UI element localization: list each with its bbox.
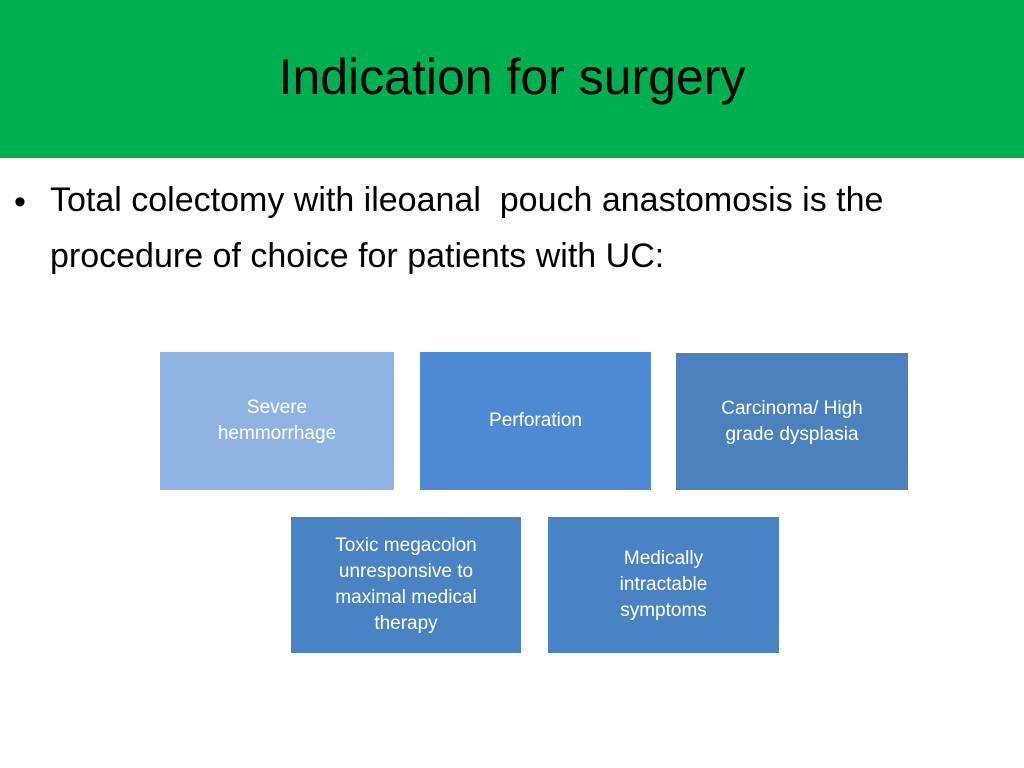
- bullet-text: Total colectomy with ileoanal pouch anas…: [50, 181, 893, 275]
- bullet-marker-icon: •: [14, 183, 26, 221]
- body-content: • Total colectomy with ileoanal pouch an…: [0, 172, 1024, 284]
- title-banner: Indication for surgery: [0, 0, 1024, 158]
- diagram-box-severe-hemmorrhage[interactable]: Severe hemmorrhage: [160, 352, 394, 490]
- diagram-box-medically-intractable-symptoms[interactable]: Medically intractable symptoms: [548, 517, 779, 653]
- page-title: Indication for surgery: [278, 49, 746, 105]
- diagram-box-toxic-megacolon[interactable]: Toxic megacolon unresponsive to maximal …: [291, 517, 521, 653]
- diagram-box-carcinoma-high-grade-dysplasia[interactable]: Carcinoma/ High grade dysplasia: [676, 353, 908, 490]
- bullet-item: • Total colectomy with ileoanal pouch an…: [0, 172, 1024, 284]
- diagram-box-perforation[interactable]: Perforation: [420, 352, 651, 490]
